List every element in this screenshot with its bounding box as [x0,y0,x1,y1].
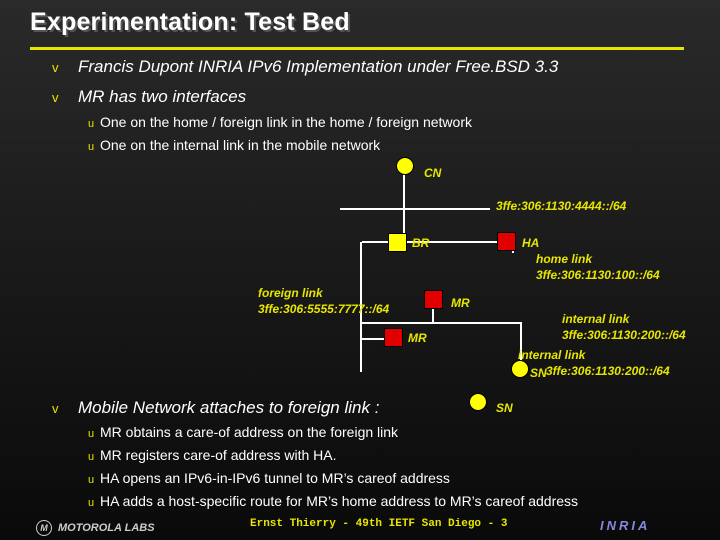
bullet-interfaces: v MR has two interfaces [52,87,246,107]
mr-bottom-line [362,338,392,340]
sub-bullet-registers: u MR registers care-of address with HA. [88,447,337,463]
slide-title: Experimentation: Test Bed [30,8,350,36]
sub-bullet-marker-icon: u [88,118,95,130]
bullet-marker-icon: v [52,90,59,105]
bullet-marker-icon: v [52,60,59,75]
sub-bullet-text: HA adds a host-specific route for MR’s h… [100,493,579,509]
sn-label: SN [496,401,513,415]
internal-prefix-label: 3ffe:306:1130:200::/64 [562,328,686,342]
bullet-text: MR has two interfaces [78,87,247,106]
sub-bullet-text: MR registers care-of address with HA. [100,447,337,463]
br-drop-line [403,208,405,242]
cn-label: CN [424,166,442,180]
sub-bullet-marker-icon: u [88,141,95,153]
sub-bullet-marker-icon: u [88,451,95,463]
home-link-line [360,242,362,372]
cn-host-icon [396,157,414,175]
sub-bullet-internal: u One on the internal link in the mobile … [88,137,380,153]
sub-bullet-text: One on the internal link in the mobile n… [100,137,381,153]
foreign-link-line [362,322,522,324]
sub-bullet-route: u HA adds a host-specific route for MR’s … [88,493,578,509]
sn-overlap-label: SN [530,366,547,380]
top-link-line [340,208,490,210]
mr-label: MR [451,296,470,310]
br-router-icon [388,233,407,252]
home-prefix-label: 3ffe:306:1130:100::/64 [536,268,660,282]
sn-host-icon-overlap [511,360,529,378]
bullet-text: Francis Dupont INRIA IPv6 Implementation… [78,57,559,76]
sn-host-icon [469,393,487,411]
motorola-logo: M MOTOROLA LABS [36,520,155,536]
ha-router-icon [497,232,516,251]
internal-link-label: internal link [562,312,630,326]
mr-router-icon-bottom [384,328,403,347]
mr-router-icon [424,290,443,309]
sub-bullet-careof: u MR obtains a care-of address on the for… [88,424,398,440]
sub-bullet-text: HA opens an IPv6-in-IPv6 tunnel to MR’s … [100,470,450,486]
inria-logo: INRIA [600,518,651,533]
sub-bullet-tunnel: u HA opens an IPv6-in-IPv6 tunnel to MR’s… [88,470,450,486]
cn-drop-line [403,172,405,208]
mr-bottom-label: MR [408,331,427,345]
bullet-text: Mobile Network attaches to foreign link … [78,398,380,417]
motorola-label: MOTOROLA LABS [58,521,155,534]
bullet-mobile-network: v Mobile Network attaches to foreign link… [52,398,379,418]
internal-link-line [520,322,522,370]
sub-bullet-marker-icon: u [88,497,95,509]
sub-bullet-text: One on the home / foreign link in the ho… [100,114,472,130]
mr-drop-line [432,298,434,322]
internal-prefix-label-bottom: 3ffe:306:1130:200::/64 [546,364,670,378]
sub-bullet-marker-icon: u [88,474,95,486]
footer-text: Ernst Thierry - 49th IETF San Diego - 3 [250,518,508,530]
title-rule [30,47,684,50]
br-to-ha-line [362,241,512,243]
sub-bullet-home-foreign: u One on the home / foreign link in the h… [88,114,472,130]
br-label: BR [412,236,430,250]
foreign-prefix-label: 3ffe:306:5555:7777::/64 [258,302,390,316]
bullet-marker-icon: v [52,401,59,416]
motorola-m-icon: M [36,520,52,536]
cn-prefix-label: 3ffe:306:1130:4444::/64 [496,199,627,213]
internal-link-label-bottom: internal link [518,348,586,362]
home-link-label: home link [536,252,593,266]
foreign-link-label: foreign link [258,286,323,300]
sub-bullet-text: MR obtains a care-of address on the fore… [100,424,399,440]
sub-bullet-marker-icon: u [88,428,95,440]
ha-label: HA [522,236,540,250]
bullet-implementation: v Francis Dupont INRIA IPv6 Implementatio… [52,57,558,77]
